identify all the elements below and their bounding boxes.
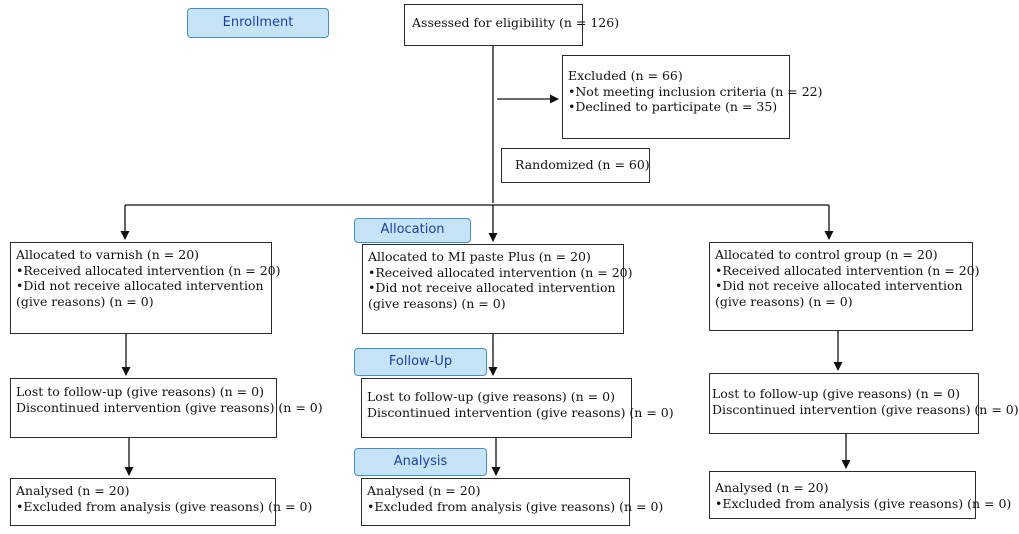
excluded-from-analysis: •Excluded from analysis (give reasons) (… bbox=[715, 495, 1012, 511]
received-intervention: •Received allocated intervention (n = 20… bbox=[368, 264, 633, 280]
not-received-intervention: •Did not receive allocated intervention … bbox=[16, 278, 264, 309]
excluded-reason-1: •Not meeting inclusion criteria (n = 22) bbox=[568, 83, 823, 99]
excluded-box: Excluded (n = 66) •Not meeting inclusion… bbox=[562, 55, 823, 139]
allocation-title: Allocated to varnish (n = 20) bbox=[16, 247, 200, 262]
excluded-from-analysis: •Excluded from analysis (give reasons) (… bbox=[367, 498, 664, 514]
excluded-title: Excluded (n = 66) bbox=[568, 68, 683, 83]
allocation-title: Allocated to MI paste Plus (n = 20) bbox=[368, 249, 591, 264]
analysis-box-mi-paste: Analysed (n = 20) •Excluded from analysi… bbox=[361, 478, 664, 526]
analysis-box-control: Analysed (n = 20) •Excluded from analysi… bbox=[709, 471, 1012, 519]
not-received-intervention: •Did not receive allocated intervention … bbox=[368, 280, 616, 311]
discontinued-intervention: Discontinued intervention (give reasons)… bbox=[16, 399, 323, 415]
discontinued-intervention: Discontinued intervention (give reasons)… bbox=[367, 404, 674, 420]
excluded-from-analysis: •Excluded from analysis (give reasons) (… bbox=[16, 498, 313, 514]
lost-to-followup: Lost to follow-up (give reasons) (n = 0) bbox=[712, 386, 960, 401]
followup-box-control: Lost to follow-up (give reasons) (n = 0)… bbox=[709, 373, 1019, 434]
received-intervention: •Received allocated intervention (n = 20… bbox=[16, 262, 281, 278]
received-intervention: •Received allocated intervention (n = 20… bbox=[715, 262, 980, 278]
allocation-title: Allocated to control group (n = 20) bbox=[715, 247, 938, 262]
followup-box-mi-paste: Lost to follow-up (give reasons) (n = 0)… bbox=[361, 378, 674, 438]
followup-box-varnish: Lost to follow-up (give reasons) (n = 0)… bbox=[10, 378, 323, 438]
excluded-reason-2: •Declined to participate (n = 35) bbox=[568, 99, 778, 114]
allocation-box-control: Allocated to control group (n = 20) •Rec… bbox=[709, 242, 980, 331]
discontinued-intervention: Discontinued intervention (give reasons)… bbox=[712, 401, 1019, 417]
allocation-box-varnish: Allocated to varnish (n = 20) •Received … bbox=[10, 242, 281, 334]
analysis-box-varnish: Analysed (n = 20) •Excluded from analysi… bbox=[10, 478, 313, 526]
stage-label-analysis: Analysis bbox=[354, 448, 487, 476]
lost-to-followup: Lost to follow-up (give reasons) (n = 0) bbox=[16, 384, 264, 399]
analysed: Analysed (n = 20) bbox=[16, 483, 130, 498]
randomized-box: Randomized (n = 60) bbox=[501, 148, 650, 183]
assessed-text: Assessed for eligibility (n = 126) bbox=[412, 15, 620, 30]
allocation-box-mi-paste: Allocated to MI paste Plus (n = 20) •Rec… bbox=[362, 244, 633, 334]
not-received-intervention: •Did not receive allocated intervention … bbox=[715, 278, 963, 309]
analysed: Analysed (n = 20) bbox=[367, 483, 481, 498]
assessed-box: Assessed for eligibility (n = 126) bbox=[404, 4, 620, 46]
stage-label-allocation: Allocation bbox=[354, 218, 471, 243]
analysed: Analysed (n = 20) bbox=[715, 480, 829, 495]
stage-label-followup: Follow-Up bbox=[354, 348, 487, 376]
stage-label-enrollment: Enrollment bbox=[187, 8, 329, 38]
randomized-text: Randomized (n = 60) bbox=[515, 157, 650, 172]
lost-to-followup: Lost to follow-up (give reasons) (n = 0) bbox=[367, 389, 615, 404]
